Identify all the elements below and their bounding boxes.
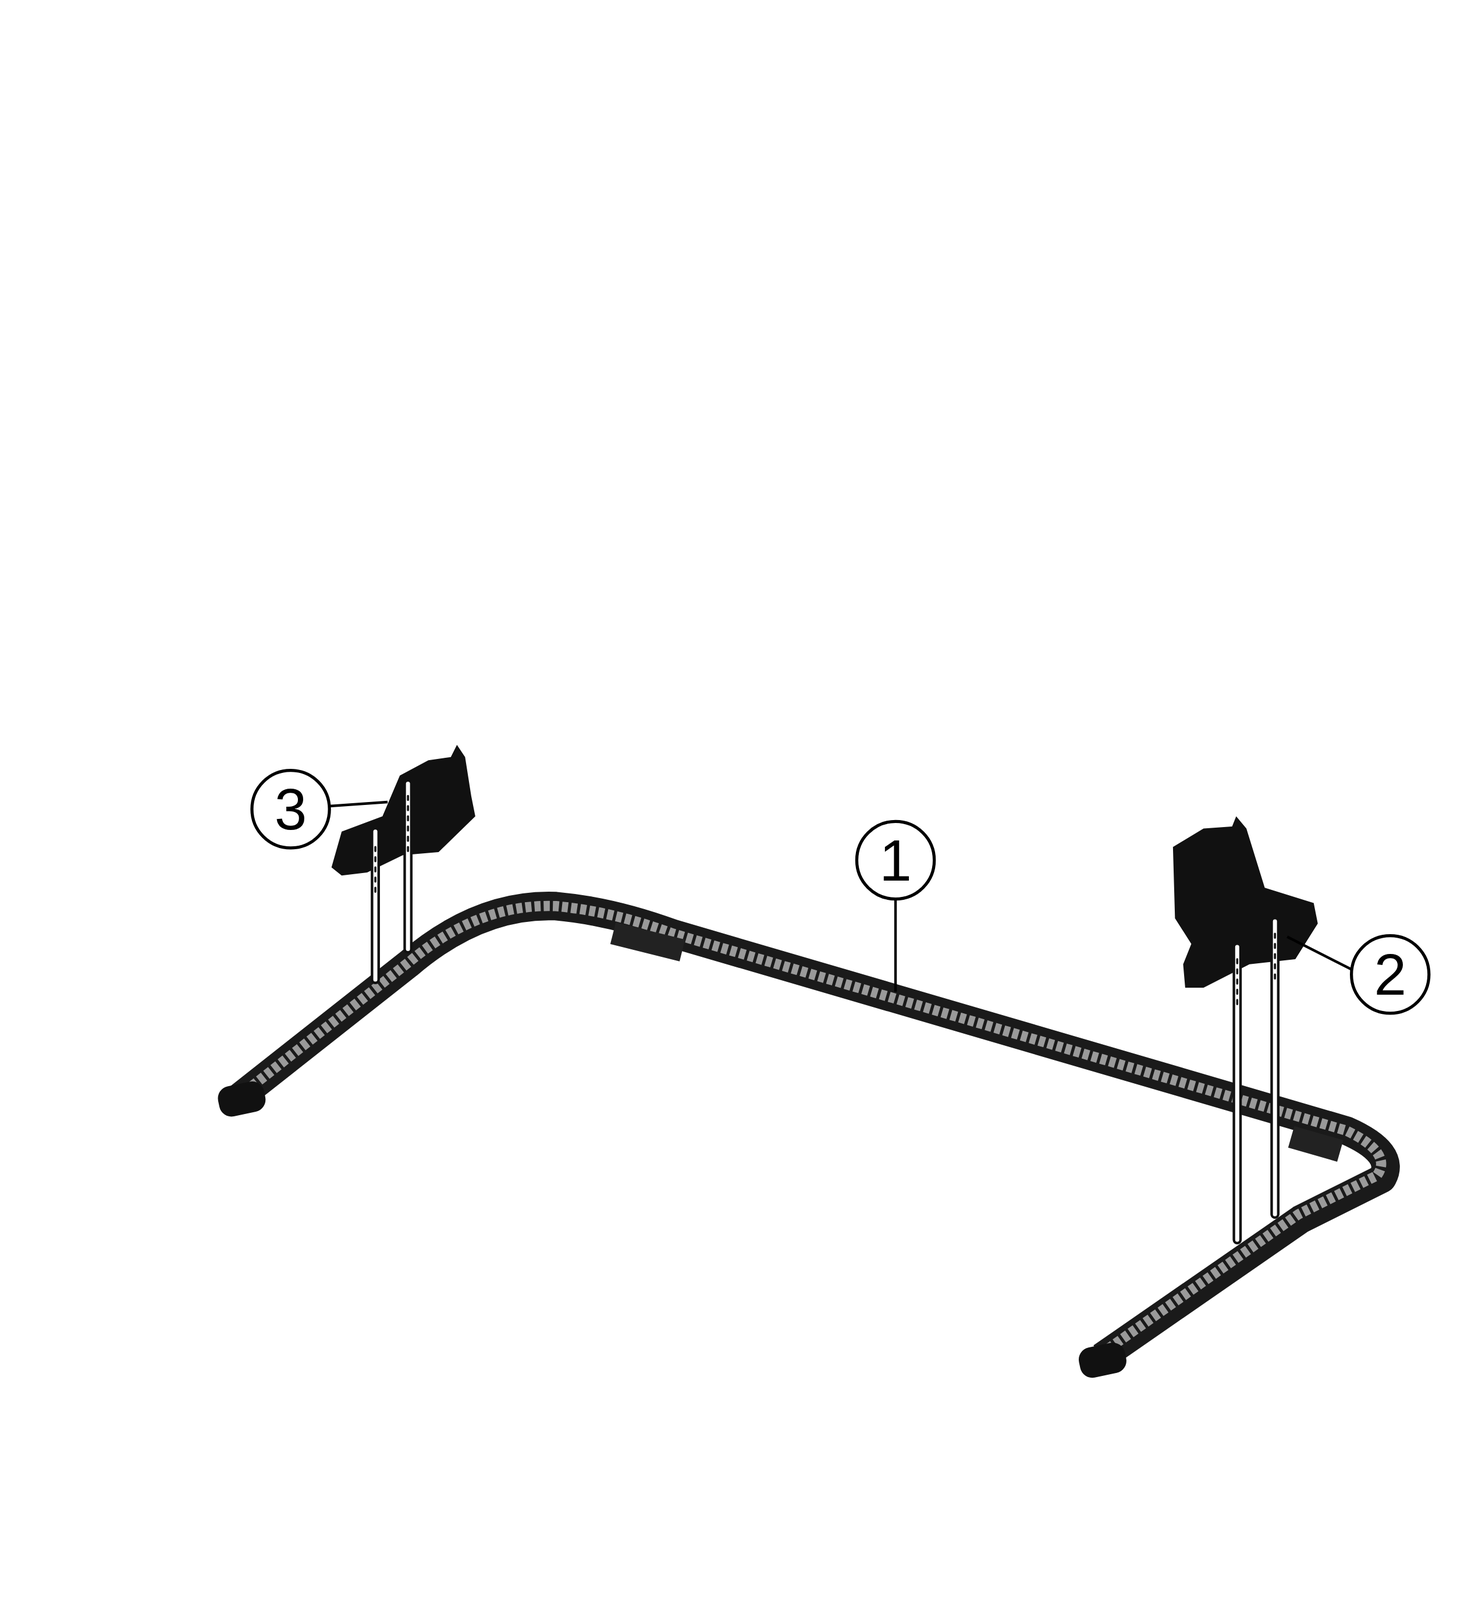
- callout-number: 3: [256, 779, 326, 838]
- callout-circles: [251, 770, 1430, 1014]
- callout-number: 1: [860, 830, 931, 890]
- bar-end: [215, 1078, 269, 1119]
- callout-number: 2: [1355, 944, 1425, 1004]
- bushing-bracket: [1173, 816, 1318, 988]
- leader-lines: [329, 801, 1352, 992]
- bar-clip: [610, 922, 685, 962]
- bar-clip: [1288, 1125, 1344, 1162]
- bar-end: [1076, 1340, 1129, 1380]
- bolt-lines: [375, 783, 1275, 1240]
